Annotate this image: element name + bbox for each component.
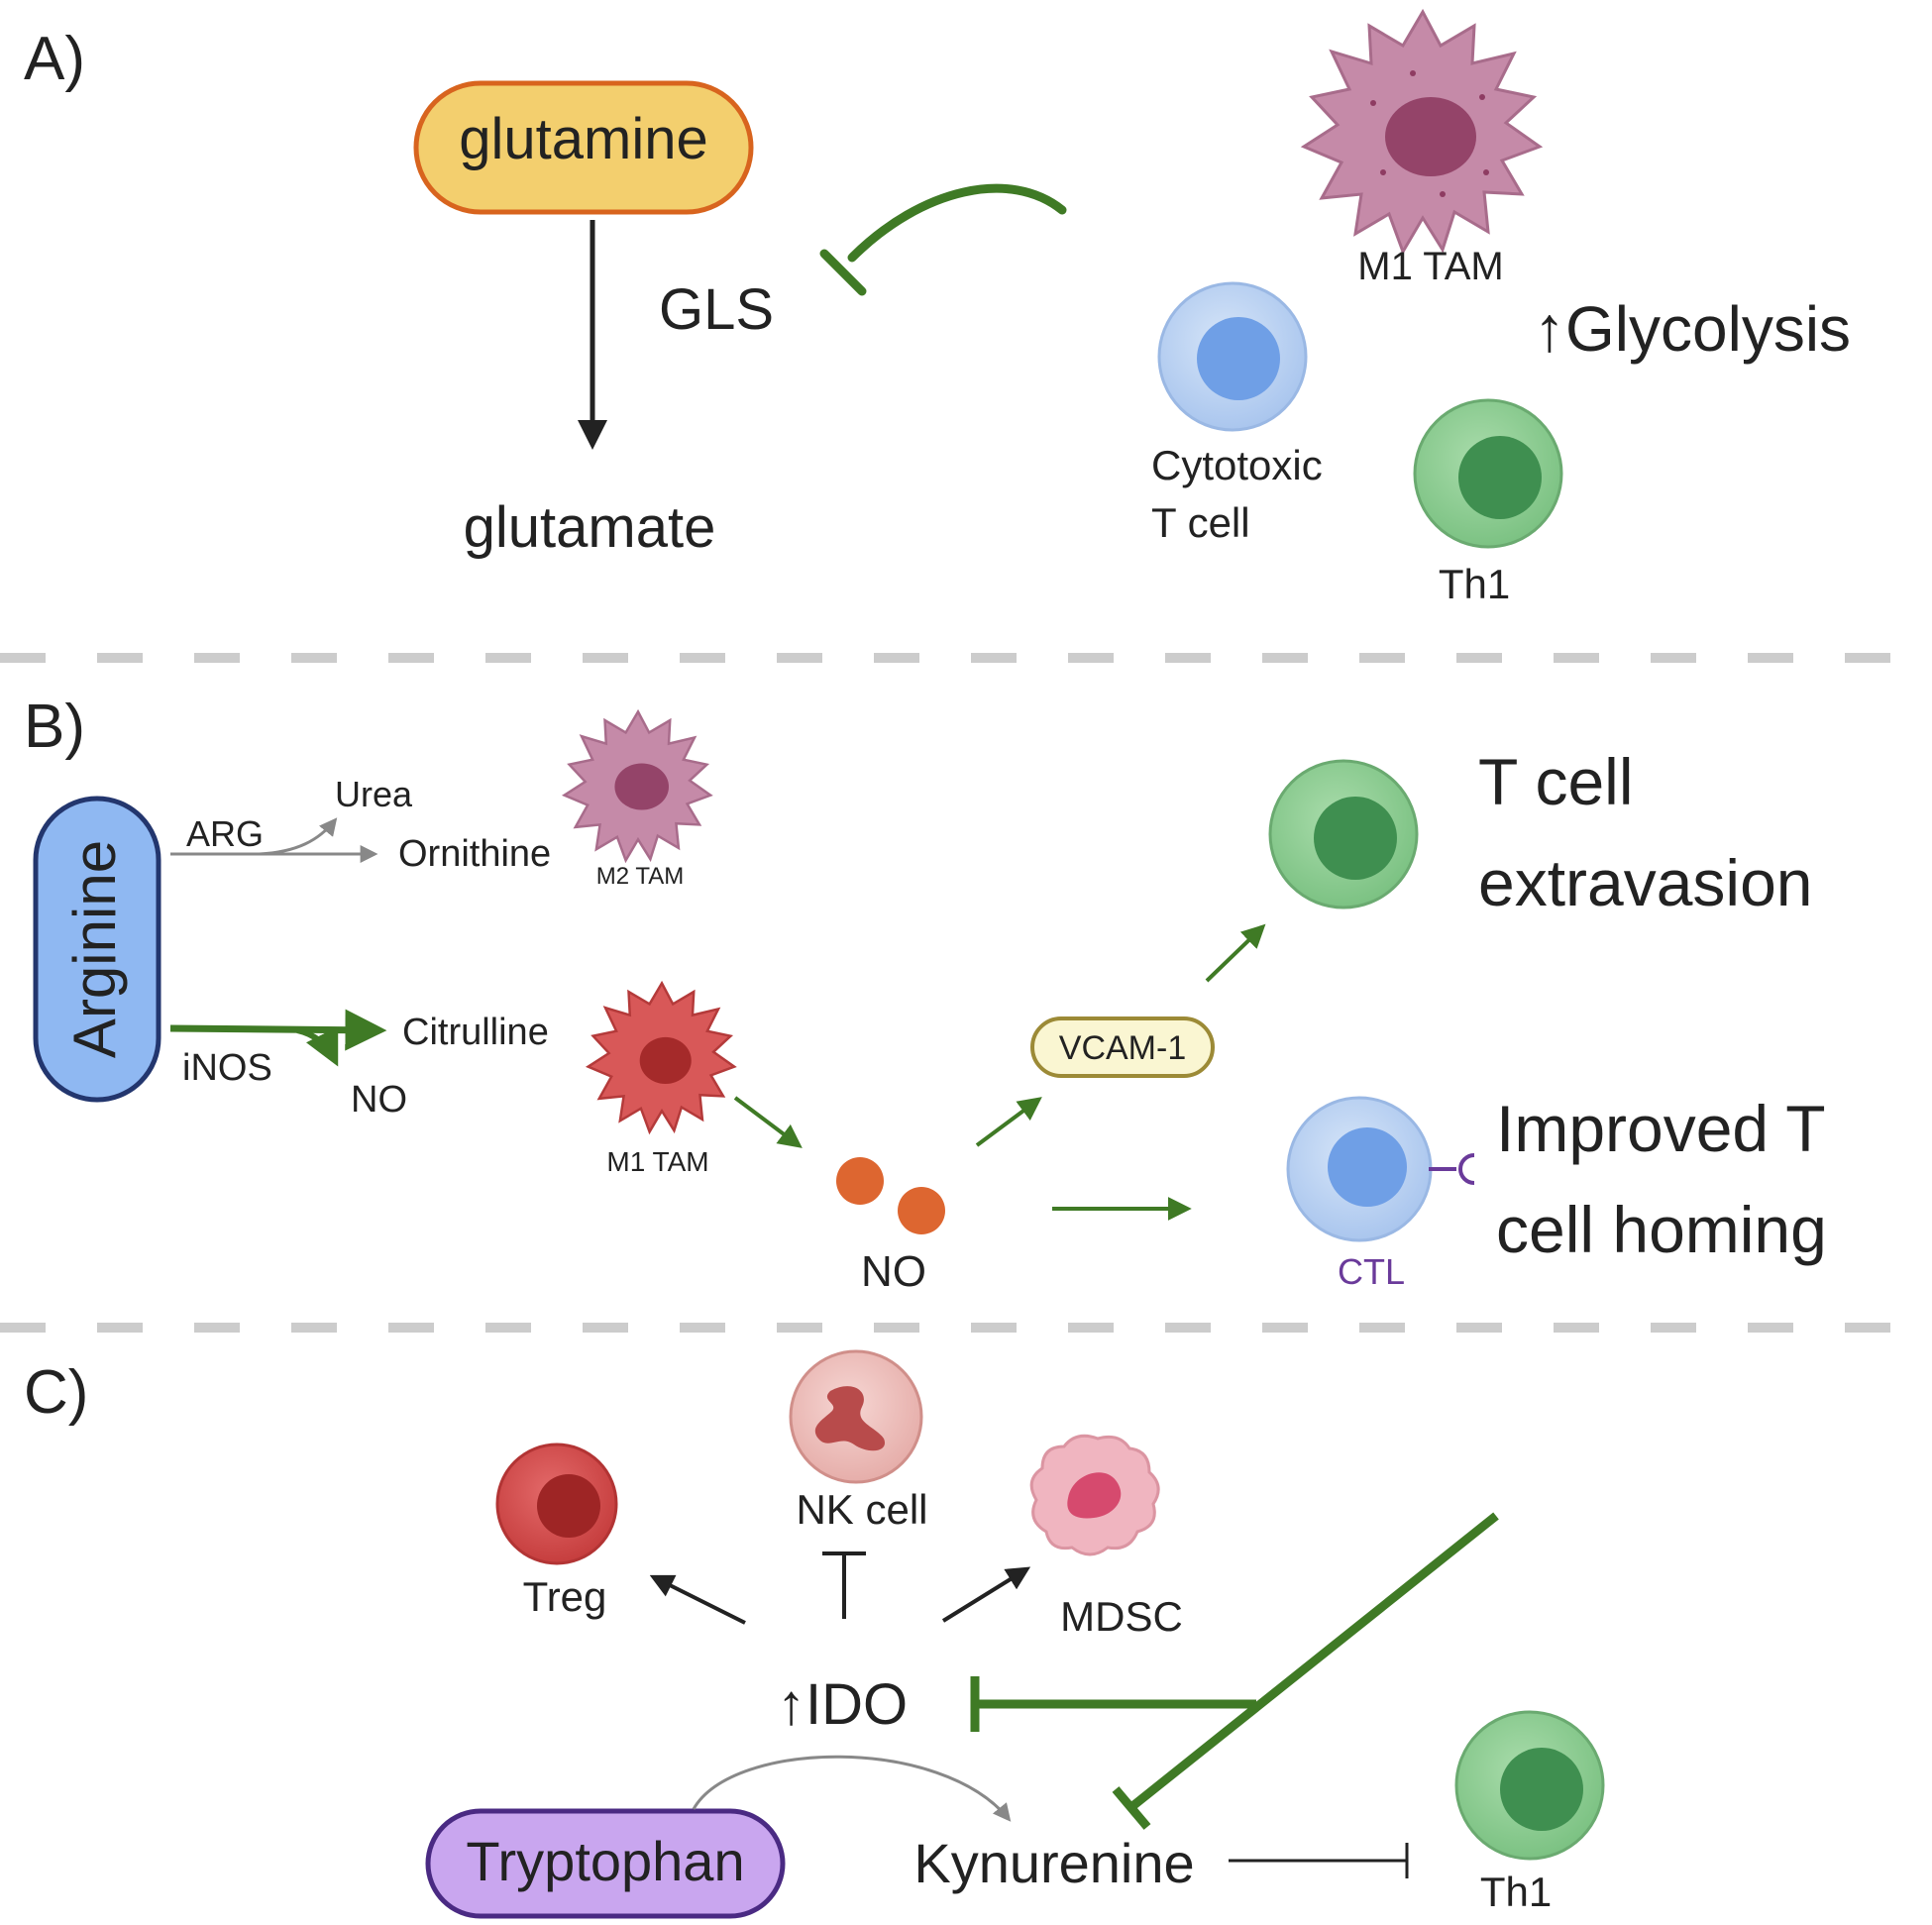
arginine-pill (33, 796, 161, 1103)
no-branch-arrow (296, 1026, 339, 1067)
citrulline-label: Citrulline (402, 1012, 549, 1053)
vcam-pill (1030, 1016, 1215, 1078)
nk-cell-icon (789, 1349, 923, 1484)
urea-label: Urea (335, 774, 413, 814)
cytotoxic-label-line1: Cytotoxic (1151, 442, 1323, 488)
outcome1-line1: T cell (1478, 745, 1634, 818)
th1-cell-icon (1413, 398, 1563, 549)
tryptophan-to-kynurenine-arrow (692, 1755, 1012, 1822)
mdsc-cell-icon (1029, 1434, 1160, 1556)
m1-tam-cell-icon (1300, 8, 1544, 256)
no-molecule-1 (836, 1157, 884, 1205)
panel-a: A) glutamine GLS glutamate M1 TAM ↑Glyco… (24, 8, 1851, 607)
nk-cell-label: NK cell (796, 1486, 927, 1533)
m2-tam-label: M2 TAM (596, 863, 684, 890)
no-to-vcam-arrow (975, 1097, 1042, 1147)
panel-a-label: A) (24, 25, 85, 93)
no-small-label: NO (351, 1079, 407, 1121)
tryptophan-pill (425, 1808, 786, 1919)
gls-inhibition-bar (819, 249, 867, 296)
kynurenine-inhibition-bar (1112, 1786, 1151, 1830)
outcome2-line2: cell homing (1496, 1193, 1827, 1266)
vcam-to-tcell-arrow (1205, 923, 1266, 983)
glutamine-label: glutamine (459, 107, 707, 171)
arg-label: ARG (186, 813, 264, 854)
ctl-cell-icon (1286, 1096, 1475, 1242)
mdsc-label: MDSC (1060, 1593, 1183, 1640)
kynurenine-label: Kynurenine (913, 1832, 1194, 1894)
no-molecule-2 (898, 1187, 945, 1234)
t-cell-green-icon (1268, 759, 1419, 909)
outcome1-line2: extravasion (1478, 846, 1813, 919)
gls-inhibition-curve (847, 183, 1067, 263)
ido-to-mdsc-arrow (941, 1566, 1031, 1623)
ido-label: ↑IDO (777, 1672, 908, 1737)
panel-b-label: B) (24, 693, 85, 761)
glutamine-pill (413, 80, 754, 215)
panel-c-label: C) (24, 1358, 88, 1427)
glycolysis-label: ↑Glycolysis (1534, 293, 1851, 365)
panel-c: C) NK cell Treg MDSC ↑IDO T (24, 1349, 1605, 1919)
cytotoxic-t-cell-icon (1157, 281, 1308, 432)
panel-b: B) Arginine ARG Urea Ornithine M2 TAM iN… (24, 693, 1827, 1296)
kynurenine-inhibition-line (1128, 1512, 1499, 1811)
arginine-label: Arginine (61, 840, 128, 1058)
treg-label: Treg (523, 1573, 607, 1620)
m1-tam-label: M1 TAM (1357, 245, 1503, 288)
outcome2-line1: Improved T (1496, 1092, 1826, 1165)
vcam-label: VCAM-1 (1059, 1029, 1186, 1067)
m1-tam-b-label: M1 TAM (606, 1146, 708, 1177)
th1-label-c: Th1 (1480, 1869, 1552, 1915)
glutamate-label: glutamate (464, 495, 716, 560)
th1-label-a: Th1 (1439, 561, 1510, 607)
gls-label: GLS (659, 277, 774, 342)
tryptophan-label: Tryptophan (466, 1830, 744, 1892)
no-large-label: NO (861, 1247, 926, 1296)
inos-label: iNOS (182, 1047, 272, 1089)
m2-tam-cell-icon (561, 708, 713, 864)
urea-branch-arrow (259, 817, 338, 856)
m1-to-no-arrow (733, 1096, 803, 1148)
inos-arrow (169, 1009, 387, 1051)
ido-to-treg-arrow (649, 1574, 746, 1625)
ornithine-label: Ornithine (398, 833, 551, 875)
ctl-label: CTL (1338, 1251, 1405, 1292)
th1-cell-c-icon (1454, 1710, 1605, 1861)
cytotoxic-label-line2: T cell (1151, 499, 1250, 546)
m1-tam-red-cell-icon (585, 980, 737, 1135)
treg-cell-icon (495, 1443, 618, 1565)
